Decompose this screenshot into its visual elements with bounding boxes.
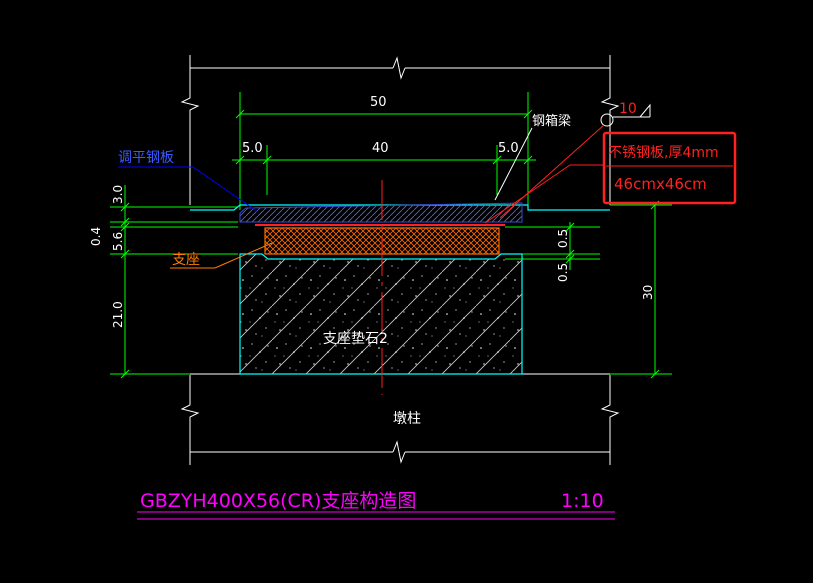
- dim-right-gap-bottom: 0.5: [556, 263, 570, 282]
- label-bearing: 支座: [172, 252, 200, 268]
- dim-inner-width: 40: [372, 141, 389, 156]
- label-bearing-plinth: 支座垫石2: [323, 331, 388, 347]
- dim-left-stone: 21.0: [111, 301, 125, 328]
- leader-callout-10: [499, 103, 651, 219]
- dim-right-edge: 5.0: [498, 141, 519, 156]
- leader-steel-box-girder: [494, 127, 533, 201]
- label-stainless-line2: 46cmx46cm: [614, 175, 707, 193]
- dim-left-bearing: 5.6: [111, 232, 125, 251]
- leader-leveling-plate: [118, 166, 259, 213]
- callout-number: 10: [619, 101, 637, 117]
- label-pier: 墩柱: [393, 411, 421, 427]
- label-stainless-line1: 不锈钢板,厚4mm: [608, 145, 719, 161]
- stainless-plate-callout-box: [602, 131, 737, 205]
- dimension-lines: [110, 92, 672, 379]
- top-break-line: [189, 55, 611, 82]
- leader-bearing: [170, 242, 273, 269]
- label-leveling-plate: 调平钢板: [118, 150, 174, 166]
- side-break-marks: [180, 82, 620, 465]
- leveling-plate: [239, 202, 523, 223]
- dim-right-gap-top: 0.5: [556, 229, 570, 248]
- bearing-plinth: [239, 253, 523, 375]
- dim-total-width: 50: [370, 95, 387, 110]
- label-steel-box-girder: 钢箱梁: [532, 113, 571, 129]
- dim-left-gap: 0.4: [89, 227, 103, 246]
- dim-right-total: 30: [641, 285, 655, 300]
- dim-left-top-thickness: 3.0: [111, 185, 125, 204]
- dim-left-edge: 5.0: [242, 141, 263, 156]
- drawing-scale: 1:10: [561, 490, 604, 512]
- bottom-break-line: [190, 440, 610, 464]
- title-underline: [137, 511, 615, 520]
- drawing-title: GBZYH400X56(CR)支座构造图: [140, 490, 416, 512]
